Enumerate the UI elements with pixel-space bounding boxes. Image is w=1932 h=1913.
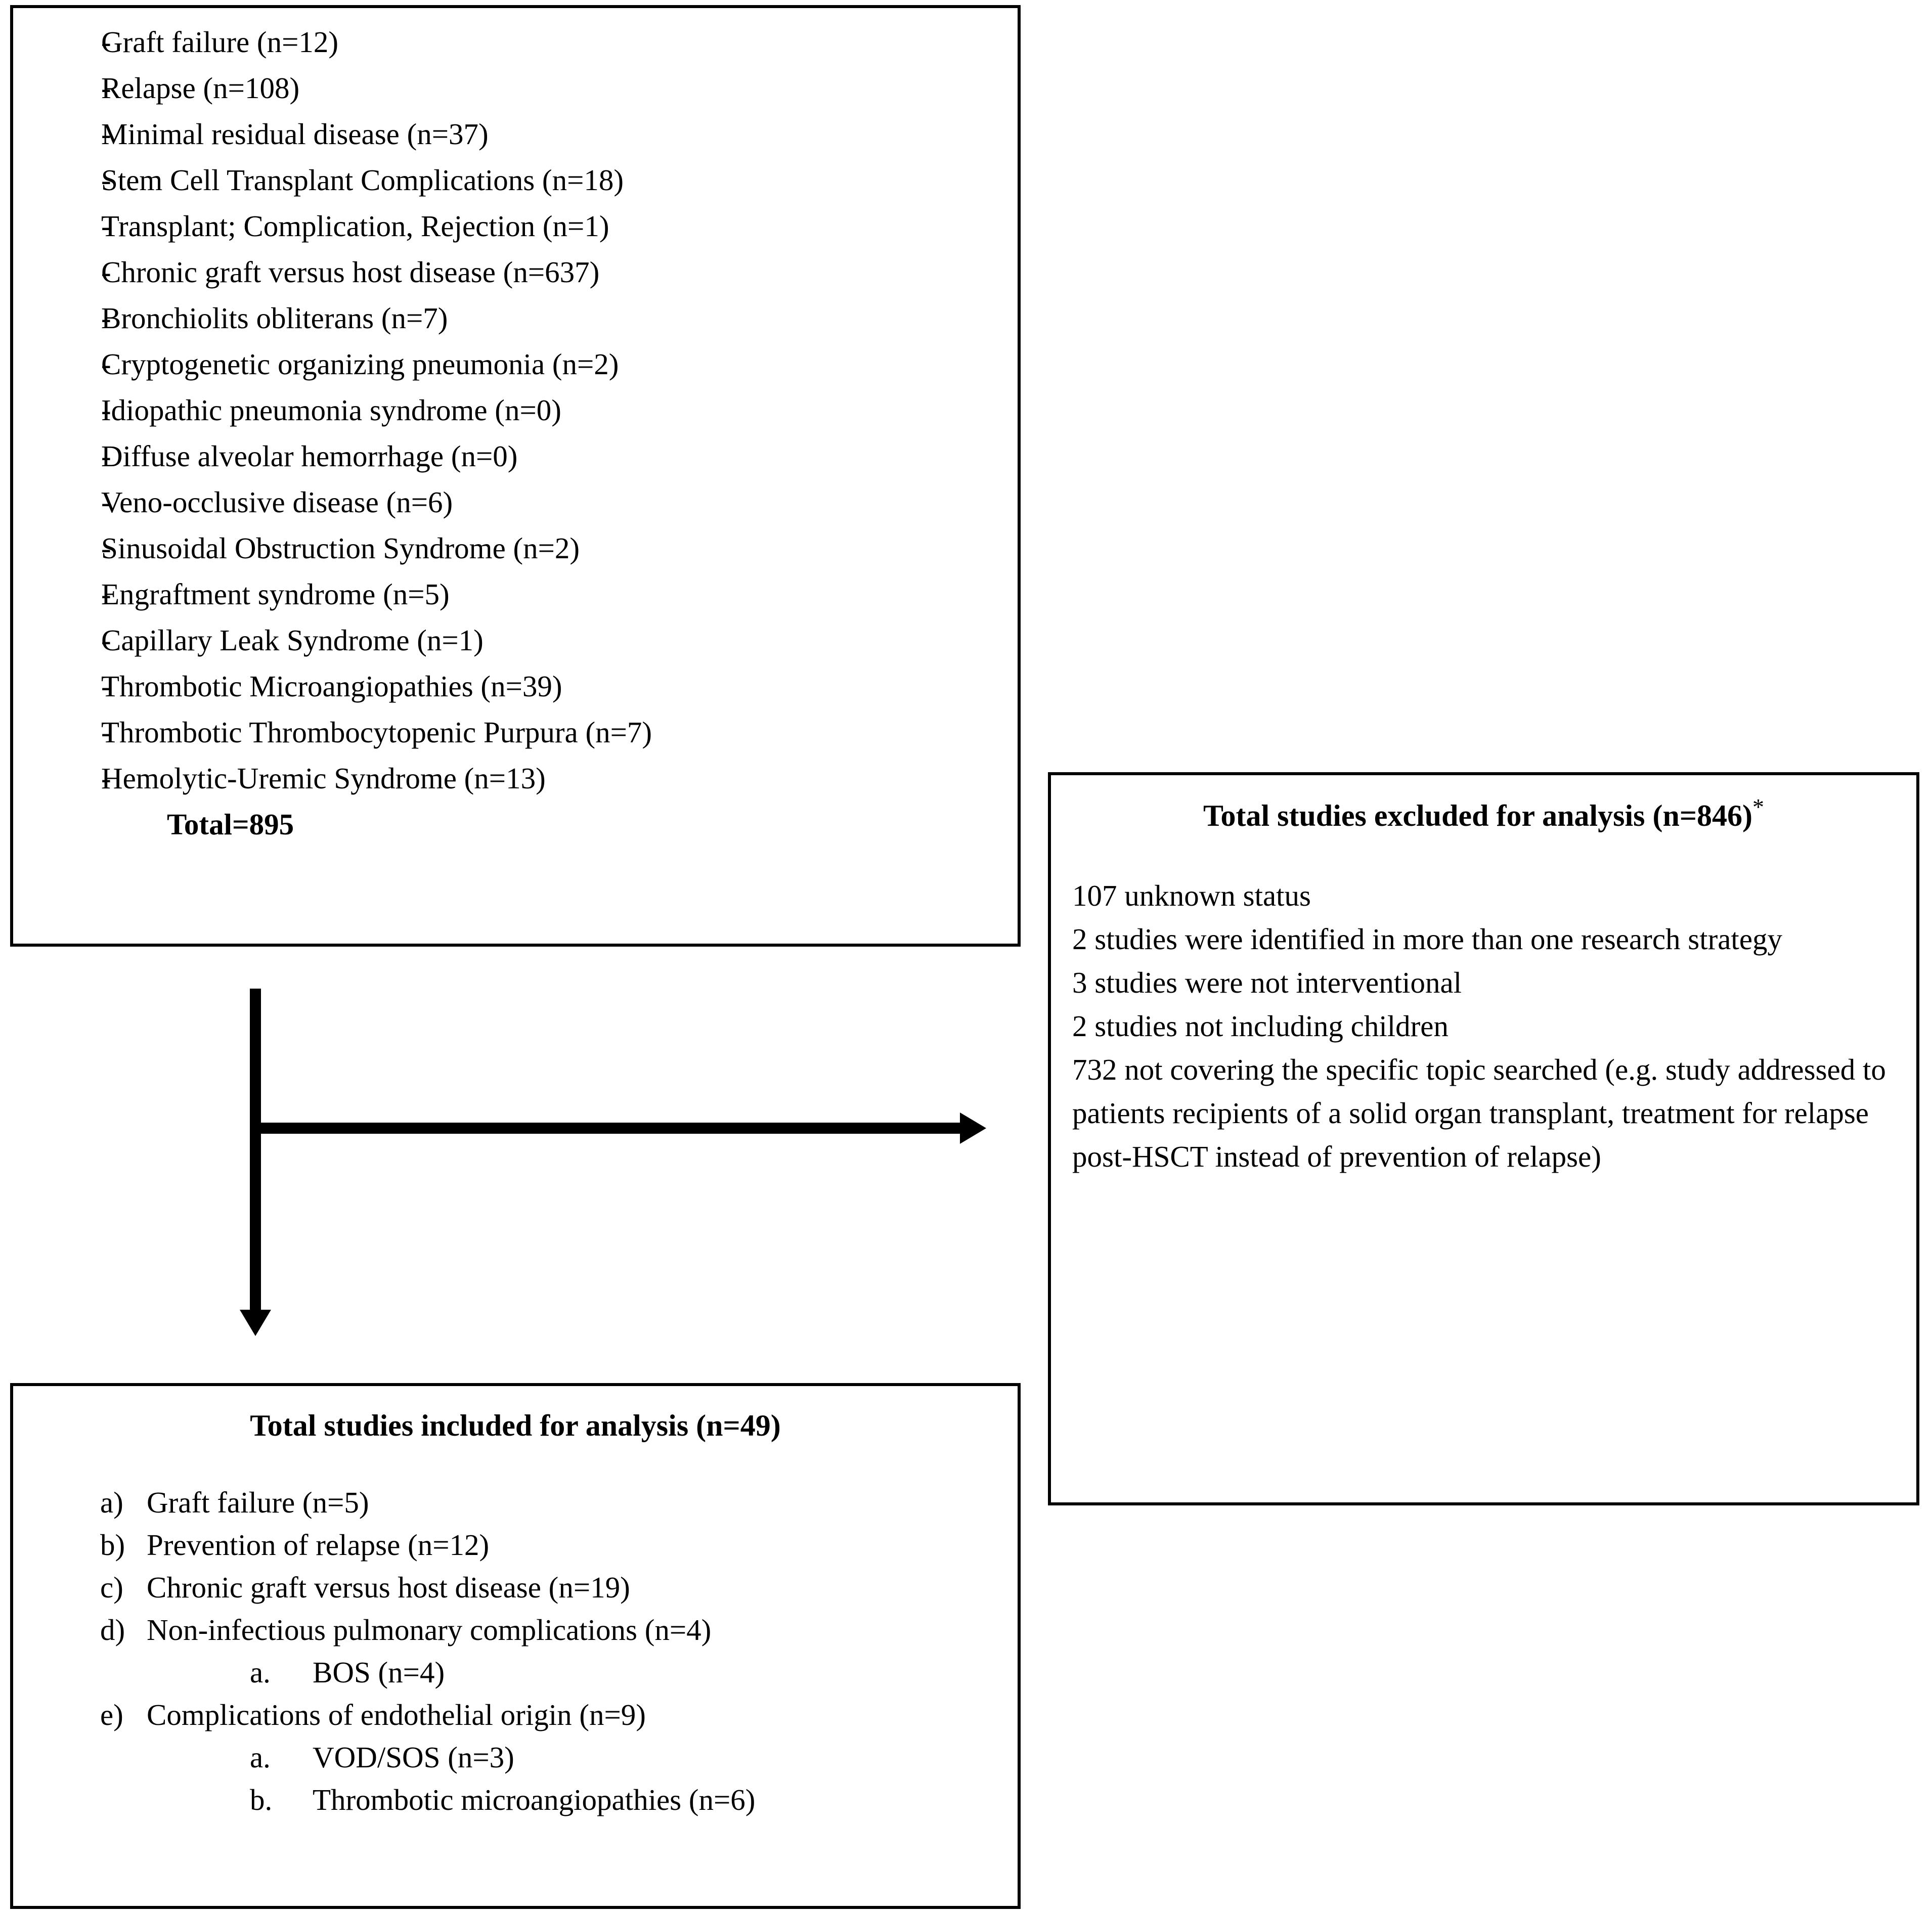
excluded-reason: 732 not covering the specific topic sear… bbox=[1072, 1053, 1886, 1173]
included-item: b) Prevention of relapse (n=12) bbox=[13, 1524, 1018, 1566]
included-item-label: Graft failure (n=5) bbox=[147, 1486, 369, 1519]
source-list-item-label: Chronic graft versus host disease (n=637… bbox=[101, 255, 600, 289]
list-marker: a) bbox=[100, 1486, 123, 1519]
included-item: c) Chronic graft versus host disease (n=1… bbox=[13, 1566, 1018, 1609]
excluded-reasons-list: 107 unknown status 2 studies were identif… bbox=[1072, 874, 1896, 1178]
list-bullet-dash: - bbox=[101, 71, 111, 105]
connector-horizontal-line bbox=[255, 1123, 963, 1134]
list-marker: b. bbox=[250, 1783, 273, 1816]
source-list-item: -Capillary Leak Syndrome (n=1) bbox=[13, 617, 1018, 663]
source-list-item: -Cryptogenetic organizing pneumonia (n=2… bbox=[13, 341, 1018, 387]
source-list-item: -Graft failure (n=12) bbox=[13, 19, 1018, 65]
source-list-item: -Bronchiolits obliterans (n=7) bbox=[13, 295, 1018, 341]
source-list-item: -Hemolytic-Uremic Syndrome (n=13) bbox=[13, 755, 1018, 802]
included-item: e) Complications of endothelial origin (n… bbox=[13, 1694, 1018, 1736]
list-bullet-dash: - bbox=[101, 439, 111, 473]
sources-list: -Graft failure (n=12)-Relapse (n=108)-Mi… bbox=[13, 19, 1018, 802]
source-list-item: -Thrombotic Thrombocytopenic Purpura (n=… bbox=[13, 709, 1018, 755]
source-list-item-label: Idiopathic pneumonia syndrome (n=0) bbox=[101, 393, 561, 427]
list-marker: e) bbox=[100, 1698, 123, 1731]
excluded-studies-box: Total studies excluded for analysis (n=8… bbox=[1048, 772, 1919, 1505]
list-bullet-dash: - bbox=[101, 393, 111, 427]
source-list-item: -Idiopathic pneumonia syndrome (n=0) bbox=[13, 387, 1018, 433]
list-bullet-dash: - bbox=[101, 531, 111, 565]
connector-arrowhead-right bbox=[960, 1113, 986, 1144]
excluded-reason: 2 studies were identified in more than o… bbox=[1072, 922, 1783, 956]
sources-box: -Graft failure (n=12)-Relapse (n=108)-Mi… bbox=[10, 5, 1021, 947]
included-items-list: a) Graft failure (n=5) b) Prevention of rel… bbox=[13, 1481, 1018, 1821]
included-item-label: BOS (n=4) bbox=[313, 1656, 445, 1689]
included-subitem: a. BOS (n=4) bbox=[13, 1651, 1018, 1694]
source-list-item: -Relapse (n=108) bbox=[13, 65, 1018, 111]
source-list-item: -Diffuse alveolar hemorrhage (n=0) bbox=[13, 433, 1018, 479]
list-bullet-dash: - bbox=[101, 209, 111, 243]
included-subitem: b. Thrombotic microangiopathies (n=6) bbox=[13, 1778, 1018, 1821]
excluded-reason: 2 studies not including children bbox=[1072, 1009, 1448, 1043]
source-list-item-label: Minimal residual disease (n=37) bbox=[101, 117, 489, 151]
list-marker: a. bbox=[250, 1656, 271, 1689]
list-bullet-dash: - bbox=[101, 577, 111, 611]
source-list-item-label: Bronchiolits obliterans (n=7) bbox=[101, 301, 448, 335]
included-item-label: Non-infectious pulmonary complications (… bbox=[147, 1613, 712, 1647]
included-item-label: VOD/SOS (n=3) bbox=[313, 1741, 514, 1774]
source-list-item: -Veno-occlusive disease (n=6) bbox=[13, 479, 1018, 525]
list-bullet-dash: - bbox=[101, 301, 111, 335]
source-list-item: -Chronic graft versus host disease (n=63… bbox=[13, 249, 1018, 295]
sources-total-label: Total=895 bbox=[167, 808, 294, 841]
included-item-label: Thrombotic microangiopathies (n=6) bbox=[313, 1783, 756, 1816]
list-bullet-dash: - bbox=[101, 624, 111, 657]
connector-arrowhead-down bbox=[240, 1310, 271, 1336]
list-bullet-dash: - bbox=[101, 670, 111, 703]
source-list-item: -Sinusoidal Obstruction Syndrome (n=2) bbox=[13, 525, 1018, 571]
source-list-item: -Minimal residual disease (n=37) bbox=[13, 111, 1018, 157]
source-list-item-label: Thrombotic Microangiopathies (n=39) bbox=[101, 670, 562, 703]
source-list-item-label: Stem Cell Transplant Complications (n=18… bbox=[101, 163, 624, 197]
list-bullet-dash: - bbox=[101, 255, 111, 289]
connector-vertical-line bbox=[250, 989, 261, 1312]
list-marker: c) bbox=[100, 1571, 123, 1604]
source-list-item-label: Cryptogenetic organizing pneumonia (n=2) bbox=[101, 347, 619, 381]
list-marker: d) bbox=[100, 1613, 125, 1647]
excluded-reason: 107 unknown status bbox=[1072, 879, 1311, 912]
list-marker: a. bbox=[250, 1741, 271, 1774]
source-list-item-label: Veno-occlusive disease (n=6) bbox=[101, 485, 453, 519]
included-subitem: a. VOD/SOS (n=3) bbox=[13, 1736, 1018, 1778]
list-bullet-dash: - bbox=[101, 485, 111, 519]
included-item-label: Chronic graft versus host disease (n=19) bbox=[147, 1571, 630, 1604]
list-bullet-dash: - bbox=[101, 117, 111, 151]
list-bullet-dash: - bbox=[101, 25, 111, 59]
source-list-item-label: Graft failure (n=12) bbox=[101, 25, 339, 59]
source-list-item-label: Thrombotic Thrombocytopenic Purpura (n=7… bbox=[101, 716, 652, 749]
source-list-item-label: Transplant; Complication, Rejection (n=1… bbox=[101, 209, 609, 243]
included-item: a) Graft failure (n=5) bbox=[13, 1481, 1018, 1524]
source-list-item-label: Relapse (n=108) bbox=[101, 71, 300, 105]
included-item: d) Non-infectious pulmonary complications… bbox=[13, 1609, 1018, 1651]
source-list-item: -Transplant; Complication, Rejection (n=… bbox=[13, 203, 1018, 249]
list-marker: b) bbox=[100, 1528, 125, 1562]
list-bullet-dash: - bbox=[101, 762, 111, 795]
source-list-item-label: Diffuse alveolar hemorrhage (n=0) bbox=[101, 439, 518, 473]
included-item-label: Complications of endothelial origin (n=9… bbox=[147, 1698, 646, 1731]
source-list-item-label: Sinusoidal Obstruction Syndrome (n=2) bbox=[101, 531, 580, 565]
included-studies-box: Total studies included for analysis (n=4… bbox=[10, 1383, 1021, 1909]
included-box-title: Total studies included for analysis (n=4… bbox=[250, 1409, 781, 1442]
source-list-item-label: Hemolytic-Uremic Syndrome (n=13) bbox=[101, 762, 546, 795]
source-list-item-label: Engraftment syndrome (n=5) bbox=[101, 577, 450, 611]
included-item-label: Prevention of relapse (n=12) bbox=[147, 1528, 490, 1562]
excluded-box-title: Total studies excluded for analysis (n=8… bbox=[1051, 793, 1916, 833]
excluded-title-asterisk: * bbox=[1752, 794, 1764, 820]
list-bullet-dash: - bbox=[101, 716, 111, 749]
list-bullet-dash: - bbox=[101, 347, 111, 381]
source-list-item-label: Capillary Leak Syndrome (n=1) bbox=[101, 624, 484, 657]
list-bullet-dash: - bbox=[101, 163, 111, 197]
source-list-item: -Stem Cell Transplant Complications (n=1… bbox=[13, 157, 1018, 203]
excluded-title-text: Total studies excluded for analysis (n=8… bbox=[1203, 799, 1752, 832]
excluded-reason: 3 studies were not interventional bbox=[1072, 966, 1462, 999]
source-list-item: -Thrombotic Microangiopathies (n=39) bbox=[13, 663, 1018, 709]
source-list-item: -Engraftment syndrome (n=5) bbox=[13, 571, 1018, 617]
